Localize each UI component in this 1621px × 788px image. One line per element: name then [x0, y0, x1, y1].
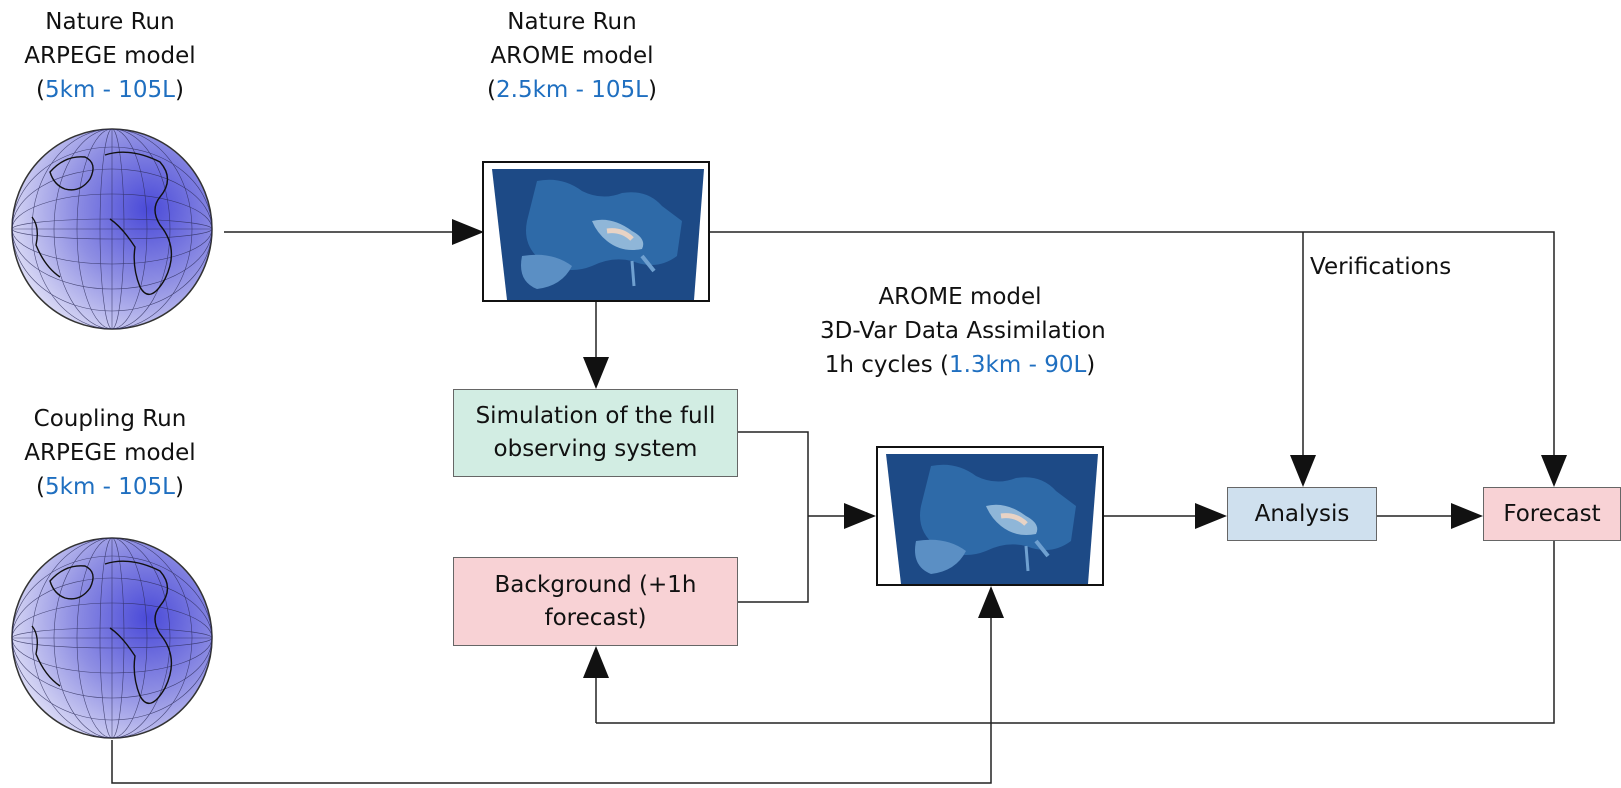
nature-run-arome-label: Nature Run AROME model (2.5km - 105L): [472, 5, 672, 107]
arpege-coupling-globe-icon: [11, 537, 213, 739]
forecast-box: Forecast: [1483, 487, 1621, 541]
assimilation-line2: 3D-Var Data Assimilation: [820, 318, 1106, 344]
nature-run-arpege-label: Nature Run ARPEGE model (5km - 105L): [10, 5, 210, 107]
arrowhead-coupling-to-assimilation: [978, 586, 1004, 618]
coupling-run-arpege-label: Coupling Run ARPEGE model (5km - 105L): [5, 402, 215, 504]
analysis-box: Analysis: [1227, 487, 1377, 541]
connector-coupling-to-assimilation: [111, 614, 992, 784]
arrowhead-verif-forecast: [1541, 455, 1567, 487]
arome-nature-run-map-icon: [482, 161, 710, 302]
background-line2: forecast): [544, 604, 647, 631]
assimilation-label: AROME model 3D-Var Data Assimilation 1h …: [820, 280, 1106, 382]
nature-arpege-resolution: (5km - 105L): [36, 77, 184, 103]
simulation-line2: observing system: [493, 436, 698, 462]
assimilation-line1: AROME model: [878, 284, 1042, 310]
arrowhead-to-background: [583, 646, 609, 678]
nature-arpege-line2: ARPEGE model: [24, 43, 196, 69]
assimilation-line3: 1h cycles (1.3km - 90L): [824, 352, 1096, 378]
nature-arpege-line1: Nature Run: [45, 9, 175, 35]
arrowhead-to-forecast: [1451, 503, 1483, 529]
connector-simulation-to-merge: [738, 431, 809, 603]
simulation-observing-system-box: Simulation of the full observing system: [453, 389, 738, 477]
background-forecast-box: Background (+1h forecast): [453, 557, 738, 646]
coupling-arpege-resolution: (5km - 105L): [36, 474, 184, 500]
arpege-nature-globe-icon: [11, 128, 213, 330]
arrowhead-to-arome: [452, 219, 484, 245]
nature-arome-line1: Nature Run: [507, 9, 637, 35]
coupling-arpege-line1: Coupling Run: [33, 406, 187, 432]
arrowhead-to-simulation: [583, 357, 609, 389]
arrowhead-to-analysis: [1195, 503, 1227, 529]
nature-arome-line2: AROME model: [490, 43, 654, 69]
nature-arome-resolution: (2.5km - 105L): [487, 77, 657, 103]
verifications-label: Verifications: [1310, 254, 1452, 280]
arrowhead-to-assimilation-map: [844, 503, 876, 529]
coupling-arpege-line2: ARPEGE model: [24, 440, 196, 466]
arome-assimilation-map-icon: [876, 446, 1104, 586]
connector-arome-to-forecast: [710, 231, 1555, 458]
connector-forecast-to-background: [596, 541, 1555, 724]
arrowhead-verif-analysis: [1290, 455, 1316, 487]
background-line1: Background (+1h: [494, 571, 697, 598]
simulation-line1: Simulation of the full: [475, 403, 716, 429]
